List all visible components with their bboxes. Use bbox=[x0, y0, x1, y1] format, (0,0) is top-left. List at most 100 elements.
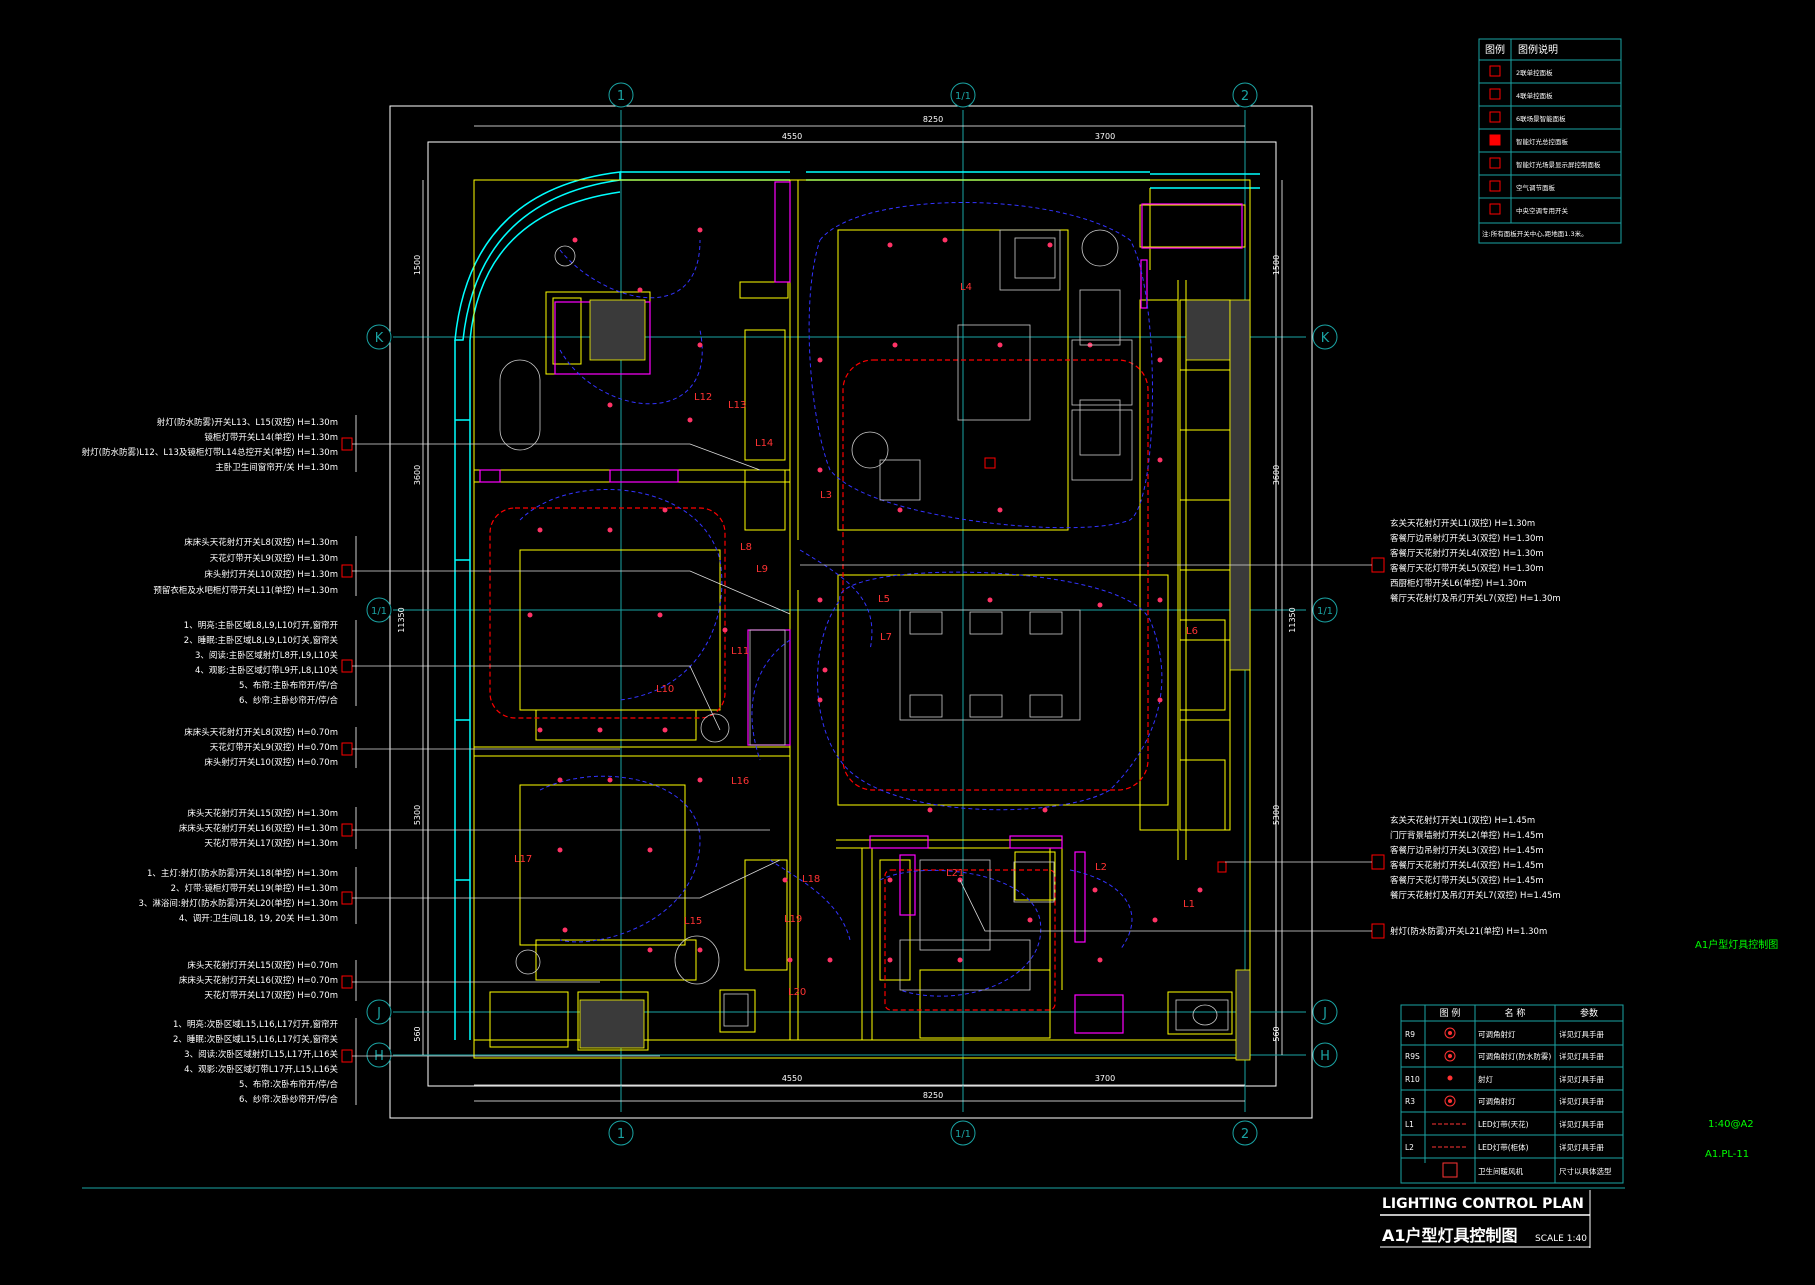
svg-text:1、明亮:主卧区域L8,L9,L10灯开,窗帘开: 1、明亮:主卧区域L8,L9,L10灯开,窗帘开 bbox=[184, 620, 339, 631]
svg-text:L2: L2 bbox=[1405, 1143, 1414, 1152]
svg-text:射灯(防水防雾)开关L13、L15(双控) H=1.30m: 射灯(防水防雾)开关L13、L15(双控) H=1.30m bbox=[157, 417, 338, 428]
axis-bubble-bottom-1: 1 bbox=[608, 1120, 634, 1146]
svg-text:4、调开:卫生间L18, 19, 20关 H=1.30m: 4、调开:卫生间L18, 19, 20关 H=1.30m bbox=[179, 913, 338, 924]
svg-text:5、布帘:主卧布帘开/停/合: 5、布帘:主卧布帘开/停/合 bbox=[239, 680, 339, 691]
svg-text:西厨柜灯带开关L6(单控) H=1.30m: 西厨柜灯带开关L6(单控) H=1.30m bbox=[1390, 578, 1527, 589]
axis-bubble-bottom-2: 1/1 bbox=[950, 1120, 976, 1146]
legend-header: 图例 bbox=[1485, 43, 1505, 56]
circuit-label: L18 bbox=[802, 874, 820, 885]
svg-text:4、观影:次卧区域灯带L17开,L15,L16关: 4、观影:次卧区域灯带L17开,L15,L16关 bbox=[184, 1064, 338, 1075]
svg-text:床头天花射灯开关L15(双控) H=1.30m: 床头天花射灯开关L15(双控) H=1.30m bbox=[187, 808, 338, 819]
axis-grid-lines bbox=[393, 110, 1306, 1112]
svg-text:天花灯带开关L17(双控) H=1.30m: 天花灯带开关L17(双控) H=1.30m bbox=[204, 838, 338, 849]
leader-lines bbox=[352, 443, 1372, 1057]
svg-text:R9: R9 bbox=[1405, 1030, 1415, 1039]
svg-text:6、纱帘:次卧纱帘开/停/合: 6、纱帘:次卧纱帘开/停/合 bbox=[239, 1094, 339, 1105]
svg-text:详见灯具手册: 详见灯具手册 bbox=[1559, 1119, 1604, 1129]
dim-top-total: 8250 bbox=[923, 115, 943, 124]
svg-text:床头射灯开关L10(双控) H=0.70m: 床头射灯开关L10(双控) H=0.70m bbox=[204, 757, 338, 768]
svg-text:玄关天花射灯开关L1(双控) H=1.30m: 玄关天花射灯开关L1(双控) H=1.30m bbox=[1390, 518, 1535, 529]
dim-top-right: 3700 bbox=[1095, 132, 1115, 141]
furniture bbox=[499, 229, 1229, 1031]
circuit-label: L13 bbox=[728, 400, 746, 411]
right-note-2: 玄关天花射灯开关L1(双控) H=1.45m 门厅背景墙射灯开关L2(单控) H… bbox=[1390, 815, 1561, 901]
legend-row: 6联场景智能面板 bbox=[1516, 114, 1566, 123]
svg-text:可调角射灯(防水防雾): 可调角射灯(防水防雾) bbox=[1478, 1051, 1551, 1061]
svg-text:天花灯带开关L9(双控) H=0.70m: 天花灯带开关L9(双控) H=0.70m bbox=[210, 742, 338, 753]
axis-bubble-left-h: H bbox=[366, 1042, 392, 1068]
svg-text:1、主灯:射灯(防水防雾)开关L18(单控) H=1.30m: 1、主灯:射灯(防水防雾)开关L18(单控) H=1.30m bbox=[147, 868, 338, 879]
legend-header: 图例说明 bbox=[1518, 43, 1558, 56]
axis-label: J bbox=[1322, 1006, 1327, 1021]
svg-text:客餐厅边吊射灯开关L3(双控) H=1.30m: 客餐厅边吊射灯开关L3(双控) H=1.30m bbox=[1390, 533, 1544, 544]
axis-label: 2 bbox=[1241, 89, 1249, 104]
svg-text:玄关天花射灯开关L1(双控) H=1.45m: 玄关天花射灯开关L1(双控) H=1.45m bbox=[1390, 815, 1535, 826]
left-note-6: 1、主灯:射灯(防水防雾)开关L18(单控) H=1.30m 2、灯带:镜柜灯带… bbox=[138, 868, 338, 924]
svg-text:门厅背景墙射灯开关L2(单控) H=1.45m: 门厅背景墙射灯开关L2(单控) H=1.45m bbox=[1390, 830, 1544, 841]
svg-text:详见灯具手册: 详见灯具手册 bbox=[1559, 1029, 1604, 1039]
svg-text:R10: R10 bbox=[1405, 1075, 1420, 1084]
axis-bubble-left-j: J bbox=[366, 999, 392, 1025]
svg-text:床床头天花射灯开关L16(双控) H=0.70m: 床床头天花射灯开关L16(双控) H=0.70m bbox=[179, 975, 338, 986]
svg-text:560: 560 bbox=[1272, 1026, 1281, 1041]
axis-label: 1/1 bbox=[1317, 606, 1333, 617]
svg-text:2、睡眠:次卧区域L15,L16,L17灯关,窗帘关: 2、睡眠:次卧区域L15,L16,L17灯关,窗帘关 bbox=[173, 1034, 339, 1045]
svg-text:详见灯具手册: 详见灯具手册 bbox=[1559, 1051, 1604, 1061]
svg-text:客餐厅边吊射灯开关L3(双控) H=1.45m: 客餐厅边吊射灯开关L3(双控) H=1.45m bbox=[1390, 845, 1544, 856]
circuit-loops bbox=[519, 202, 1163, 997]
svg-text:客餐厅天花灯带开关L5(双控) H=1.45m: 客餐厅天花灯带开关L5(双控) H=1.45m bbox=[1390, 875, 1544, 886]
circuit-label: L5 bbox=[878, 594, 890, 605]
title-scale: SCALE 1:40 bbox=[1535, 1234, 1587, 1244]
svg-text:餐厅天花射灯及吊灯开关L7(双控) H=1.30m: 餐厅天花射灯及吊灯开关L7(双控) H=1.30m bbox=[1390, 593, 1561, 604]
legend-header: 图 例 bbox=[1440, 1007, 1461, 1019]
axis-label: K bbox=[375, 331, 384, 346]
axis-label: H bbox=[1320, 1049, 1330, 1064]
axis-label: K bbox=[1321, 331, 1330, 346]
svg-text:天花灯带开关L9(双控) H=1.30m: 天花灯带开关L9(双控) H=1.30m bbox=[210, 553, 338, 564]
circuit-label: L11 bbox=[731, 646, 749, 657]
svg-text:详见灯具手册: 详见灯具手册 bbox=[1559, 1096, 1604, 1106]
legend-row: 中央空调专用开关 bbox=[1516, 206, 1569, 215]
axis-bubble-right-k: K bbox=[1312, 324, 1338, 350]
svg-text:1、明亮:次卧区域L15,L16,L17灯开,窗帘开: 1、明亮:次卧区域L15,L16,L17灯开,窗帘开 bbox=[173, 1019, 339, 1030]
svg-text:3600: 3600 bbox=[413, 465, 422, 485]
svg-text:11350: 11350 bbox=[1288, 607, 1297, 632]
legend-row: 4联单控面板 bbox=[1516, 91, 1553, 100]
circuit-label: L7 bbox=[880, 632, 892, 643]
svg-text:床头天花射灯开关L15(双控) H=0.70m: 床头天花射灯开关L15(双控) H=0.70m bbox=[187, 960, 338, 971]
svg-text:预留衣柜及水吧柜灯带开关L11(单控) H=1.30m: 预留衣柜及水吧柜灯带开关L11(单控) H=1.30m bbox=[153, 585, 338, 596]
circuit-label: L3 bbox=[820, 490, 832, 501]
circuit-label: L1 bbox=[1183, 899, 1195, 910]
svg-text:天花灯带开关L17(双控) H=0.70m: 天花灯带开关L17(双控) H=0.70m bbox=[204, 990, 338, 1001]
circuit-label: L2 bbox=[1095, 862, 1107, 873]
left-note-4: 床床头天花射灯开关L8(双控) H=0.70m 天花灯带开关L9(双控) H=0… bbox=[184, 727, 338, 768]
svg-text:详见灯具手册: 详见灯具手册 bbox=[1559, 1142, 1604, 1152]
circuit-label: L9 bbox=[756, 564, 768, 575]
legend-header: 参数 bbox=[1580, 1007, 1598, 1019]
circuit-label-group: L1 L2 L3 L4 L5 L6 L7 L8 L9 L10 L11 L12 L… bbox=[514, 282, 1198, 998]
svg-text:LED灯带(天花): LED灯带(天花) bbox=[1478, 1119, 1529, 1129]
dimension-lines bbox=[422, 125, 1283, 1102]
axis-label: 1/1 bbox=[955, 1129, 971, 1140]
axis-bubble-left-mid: 1/1 bbox=[366, 597, 392, 623]
svg-text:射灯(防水防雾)开关L21(单控) H=1.30m: 射灯(防水防雾)开关L21(单控) H=1.30m bbox=[1390, 926, 1547, 937]
svg-text:2、睡眠:主卧区域L8,L9,L10灯关,窗帘关: 2、睡眠:主卧区域L8,L9,L10灯关,窗帘关 bbox=[184, 635, 339, 646]
svg-text:5、布帘:次卧布帘开/停/合: 5、布帘:次卧布帘开/停/合 bbox=[239, 1079, 339, 1090]
led-strips bbox=[489, 359, 1149, 1011]
svg-text:卫生间暖风机: 卫生间暖风机 bbox=[1478, 1166, 1523, 1176]
axis-label: 2 bbox=[1241, 1127, 1249, 1142]
svg-text:射灯: 射灯 bbox=[1478, 1074, 1494, 1084]
right-note-1: 玄关天花射灯开关L1(双控) H=1.30m 客餐厅边吊射灯开关L3(双控) H… bbox=[1390, 518, 1561, 604]
left-note-8: 1、明亮:次卧区域L15,L16,L17灯开,窗帘开 2、睡眠:次卧区域L15,… bbox=[173, 1019, 339, 1105]
dim-right-segments: 1500 3600 11350 5300 560 bbox=[1272, 255, 1297, 1042]
svg-text:餐厅天花射灯及吊灯开关L7(双控) H=1.45m: 餐厅天花射灯及吊灯开关L7(双控) H=1.45m bbox=[1390, 890, 1561, 901]
axis-bubble-right-mid: 1/1 bbox=[1312, 597, 1338, 623]
circuit-label: L8 bbox=[740, 542, 752, 553]
dim-top-left: 4550 bbox=[782, 132, 802, 141]
axis-label: 1 bbox=[617, 89, 625, 104]
right-notes: 玄关天花射灯开关L1(双控) H=1.30m 客餐厅边吊射灯开关L3(双控) H… bbox=[1390, 518, 1561, 937]
svg-text:1500: 1500 bbox=[1272, 255, 1281, 275]
svg-text:LED灯带(柜体): LED灯带(柜体) bbox=[1478, 1142, 1529, 1152]
legend-header: 名 称 bbox=[1505, 1007, 1526, 1019]
legend-row: 2联单控面板 bbox=[1516, 68, 1553, 77]
